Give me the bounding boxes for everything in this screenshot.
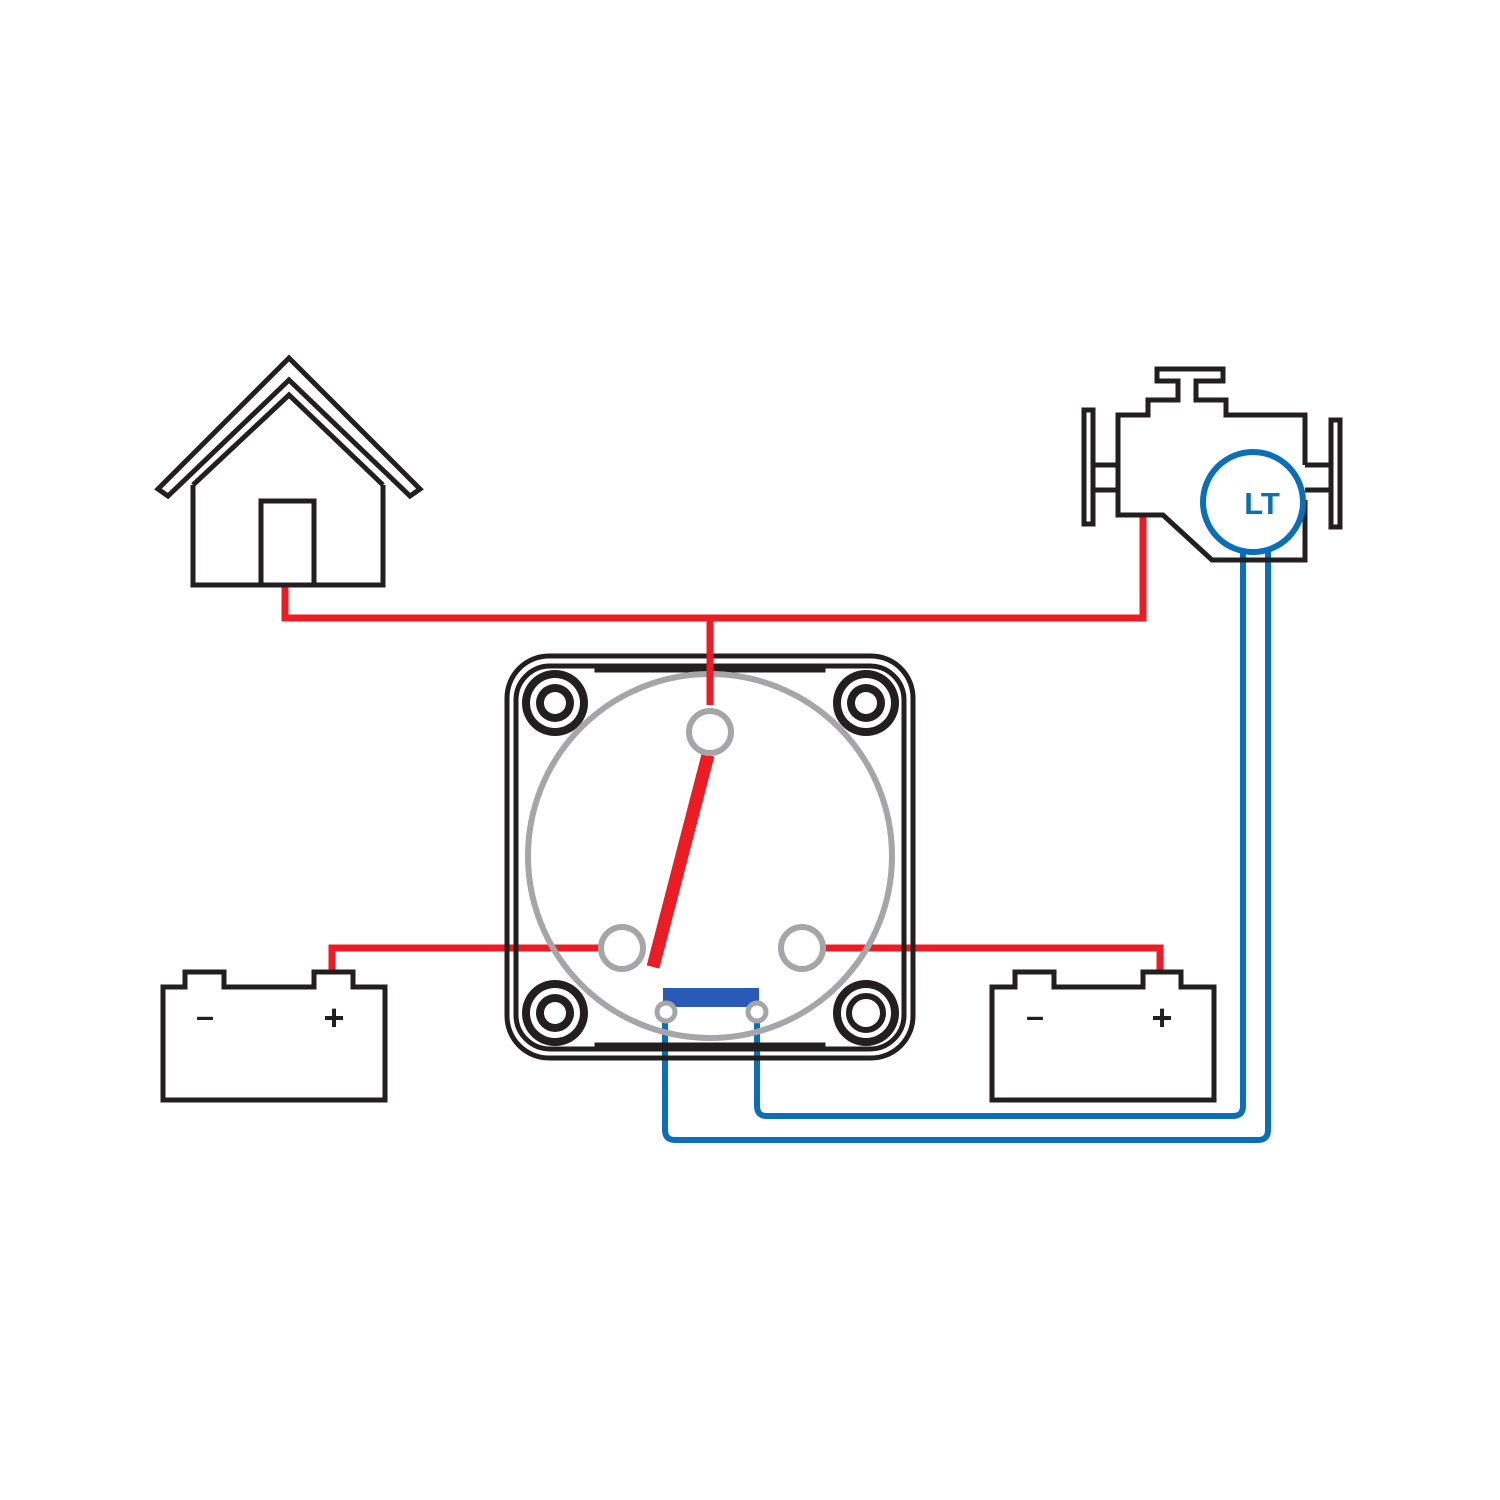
engine-icon: LT (1081, 366, 1343, 563)
control-terminal-left (654, 1000, 678, 1024)
battery-2-terminal (778, 924, 826, 972)
lt-badge-label: LT (1244, 486, 1280, 521)
battery-right-negative: – (1026, 998, 1044, 1034)
battery-right-icon: – + (989, 969, 1217, 1103)
switch-blade (646, 753, 715, 969)
control-wire-outer (662, 550, 1271, 1143)
mounting-screw-icon (833, 980, 899, 1046)
control-terminal-right (745, 1000, 769, 1024)
mounting-screw-icon (522, 980, 588, 1046)
battery-1-terminal (598, 924, 646, 972)
lt-badge (1200, 449, 1306, 555)
control-jumper (663, 988, 759, 1007)
mounting-screw-icon (833, 670, 899, 736)
battery-left-icon: – + (160, 969, 388, 1103)
battery-right-positive: + (1151, 997, 1172, 1038)
battery-left-negative: – (196, 998, 214, 1034)
mounting-screw-icon (522, 670, 588, 736)
house-icon (154, 354, 424, 588)
house-feed-wire (281, 515, 1147, 622)
battery-left-wire (328, 944, 600, 972)
control-wiring (662, 550, 1271, 1143)
battery-left-positive: + (323, 997, 344, 1038)
control-wire-inner (754, 550, 1246, 1119)
common-terminal (686, 708, 734, 756)
battery-right-wire (825, 944, 1164, 972)
battery-switch-icon (504, 618, 916, 1061)
